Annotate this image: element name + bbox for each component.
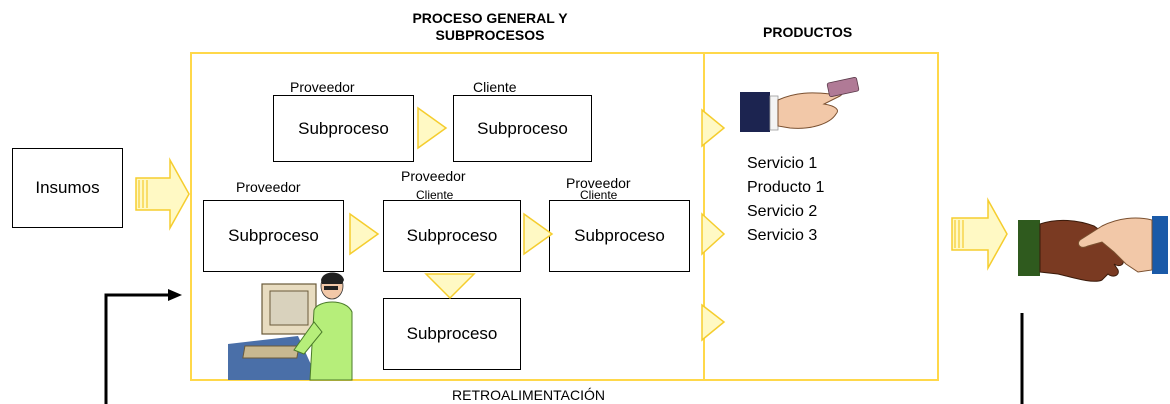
role-label-top-left: Proveedor <box>290 79 355 95</box>
subprocess-box-top-left[interactable]: Subproceso <box>273 95 414 162</box>
inputs-box[interactable]: Insumos <box>12 148 123 228</box>
product-item: Servicio 3 <box>747 227 818 244</box>
subprocess-label: Subproceso <box>406 324 498 343</box>
product-item: Servicio 2 <box>747 203 818 220</box>
role-label-mid-center-top: Proveedor <box>401 168 466 184</box>
chevron-arrow-down <box>424 273 476 300</box>
person-at-computer-icon <box>228 272 353 381</box>
chevron-arrow <box>701 212 726 256</box>
chevron-arrow <box>701 108 726 148</box>
subprocess-label: Subproceso <box>298 118 389 138</box>
subprocess-box-mid-left[interactable]: Subproceso <box>203 200 344 272</box>
products-heading: PRODUCTOS <box>763 24 853 40</box>
block-arrow <box>951 197 1008 271</box>
feedback-label: RETROALIMENTACIÓN <box>452 387 605 403</box>
process-heading: PROCESO GENERAL Y SUBPROCESOS <box>412 10 568 43</box>
role-label-mid-center-bottom: Cliente <box>416 188 454 202</box>
subprocess-box-mid-center[interactable]: Subproceso <box>383 200 521 272</box>
feedback-arrowhead <box>168 289 182 301</box>
subprocess-box-bottom[interactable]: Subproceso <box>383 298 521 370</box>
hand-with-card-icon <box>740 77 860 132</box>
products-list: Servicio 1 Producto 1 Servicio 2 Servici… <box>747 152 824 248</box>
subprocess-label: Subproceso <box>477 118 568 138</box>
block-arrow <box>135 157 190 231</box>
product-item: Servicio 1 <box>747 155 818 172</box>
role-label-mid-right-top: Proveedor <box>566 175 631 191</box>
feedback-line-left <box>104 293 168 404</box>
subprocess-label: Subproceso <box>574 226 665 245</box>
subprocess-label: Subproceso <box>228 226 319 245</box>
inputs-label: Insumos <box>35 178 100 197</box>
subprocess-box-top-right[interactable]: Subproceso <box>453 95 592 162</box>
chevron-arrow <box>523 212 554 256</box>
product-item: Producto 1 <box>747 179 825 196</box>
handshake-icon <box>1018 216 1168 282</box>
role-label-top-right: Cliente <box>473 79 517 95</box>
chevron-arrow <box>701 303 726 342</box>
subprocess-label: Subproceso <box>406 226 498 245</box>
subprocess-box-mid-right[interactable]: Subproceso <box>549 200 690 272</box>
role-label-mid-left: Proveedor <box>236 179 301 195</box>
role-label-mid-right-bottom: Cliente <box>580 188 618 202</box>
chevron-arrow <box>349 212 380 256</box>
chevron-arrow <box>417 106 448 150</box>
